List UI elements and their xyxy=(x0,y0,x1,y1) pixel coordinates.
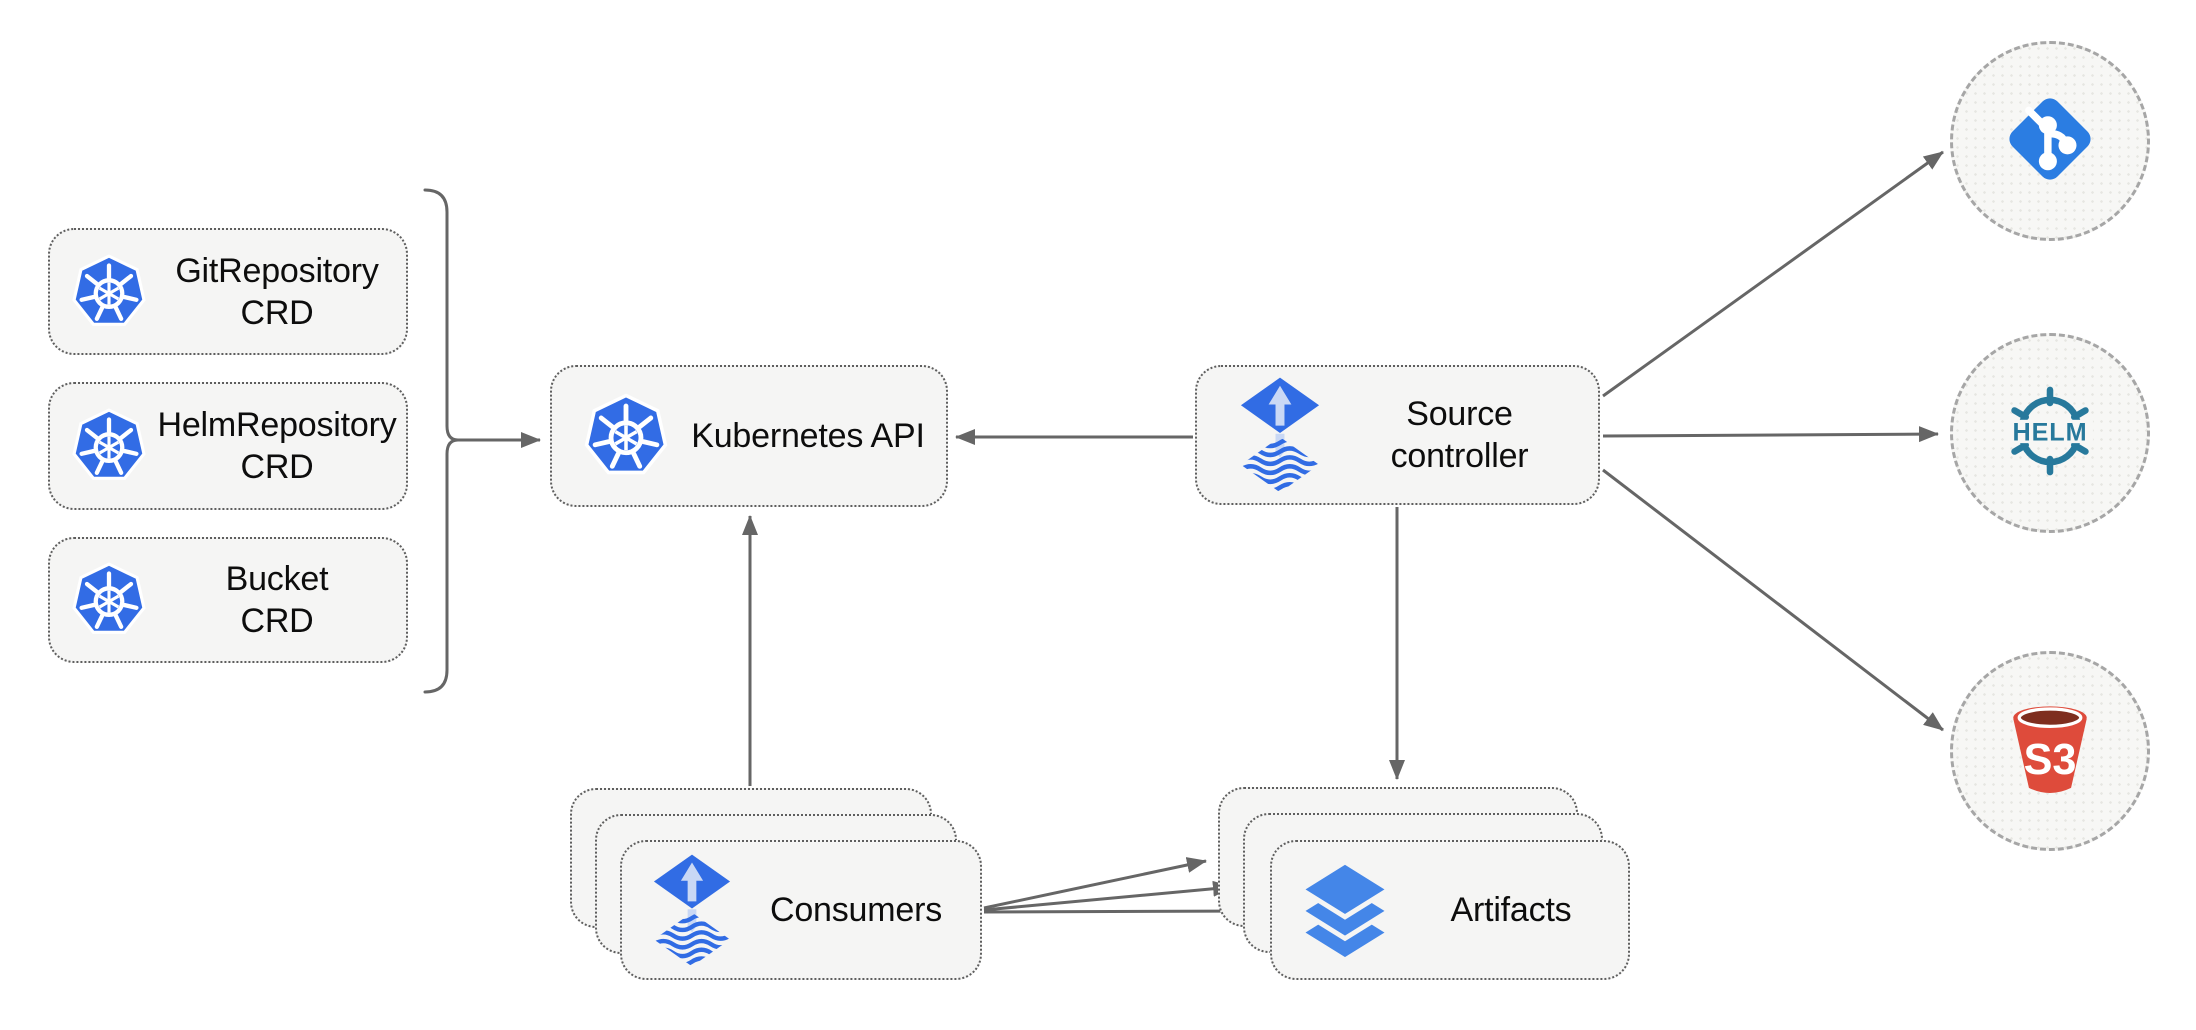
flux-icon xyxy=(1239,376,1321,494)
kubernetes-icon xyxy=(70,407,148,485)
crd-group-bracket xyxy=(423,188,459,694)
node-helmrepository-crd: HelmRepository CRD xyxy=(48,382,408,510)
s3-bucket-icon: S3 xyxy=(1994,695,2106,808)
label-line-2: controller xyxy=(1390,437,1529,475)
edge-consumers-to-artifacts-front xyxy=(983,903,1259,920)
node-label: HelmRepository CRD xyxy=(148,404,406,488)
node-label: Bucket CRD xyxy=(148,558,406,642)
edge-source-controller-to-s3 xyxy=(1602,468,1944,732)
label-line-2: CRD xyxy=(240,293,314,332)
label-line-2: CRD xyxy=(240,602,314,640)
label-line-1: HelmRepository xyxy=(157,406,397,444)
node-gitrepository-crd: GitRepository CRD xyxy=(48,228,408,355)
node-label: Consumers xyxy=(732,889,980,931)
s3-label: S3 xyxy=(2024,735,2077,783)
label-line-1: Source xyxy=(1406,395,1513,433)
node-artifacts: Artifacts xyxy=(1270,840,1630,980)
helm-icon: HELM xyxy=(1994,379,2106,488)
label-line-1: Artifacts xyxy=(1450,891,1572,929)
helm-label: HELM xyxy=(2012,418,2087,446)
label-line-1: Consumers xyxy=(769,891,943,929)
node-label: Artifacts xyxy=(1394,889,1628,931)
flux-icon xyxy=(652,853,732,968)
node-source-controller: Source controller xyxy=(1195,365,1600,505)
external-s3: S3 xyxy=(1950,651,2150,851)
kubernetes-icon xyxy=(70,561,148,639)
git-icon xyxy=(1997,86,2103,197)
node-kubernetes-api: Kubernetes API xyxy=(550,365,948,507)
node-label: Kubernetes API xyxy=(670,415,946,457)
label-line-1: Kubernetes API xyxy=(691,417,925,455)
external-git xyxy=(1950,41,2150,241)
label-line-1: Bucket xyxy=(225,560,329,598)
node-label: Source controller xyxy=(1321,393,1598,477)
node-bucket-crd: Bucket CRD xyxy=(48,537,408,663)
node-consumers: Consumers xyxy=(620,840,982,980)
edge-consumers-to-artifacts-middle xyxy=(983,880,1233,912)
node-label: GitRepository CRD xyxy=(148,250,406,334)
label-line-1: GitRepository xyxy=(175,251,379,290)
label-line-2: CRD xyxy=(240,448,314,486)
edge-source-controller-to-helm xyxy=(1602,426,1939,443)
edge-consumers-to-artifacts-back xyxy=(983,857,1207,910)
external-helm: HELM xyxy=(1950,333,2150,533)
kubernetes-icon xyxy=(70,253,148,331)
layers-icon xyxy=(1296,860,1394,960)
edge-source-controller-to-git xyxy=(1602,150,1944,398)
kubernetes-icon xyxy=(582,392,670,480)
